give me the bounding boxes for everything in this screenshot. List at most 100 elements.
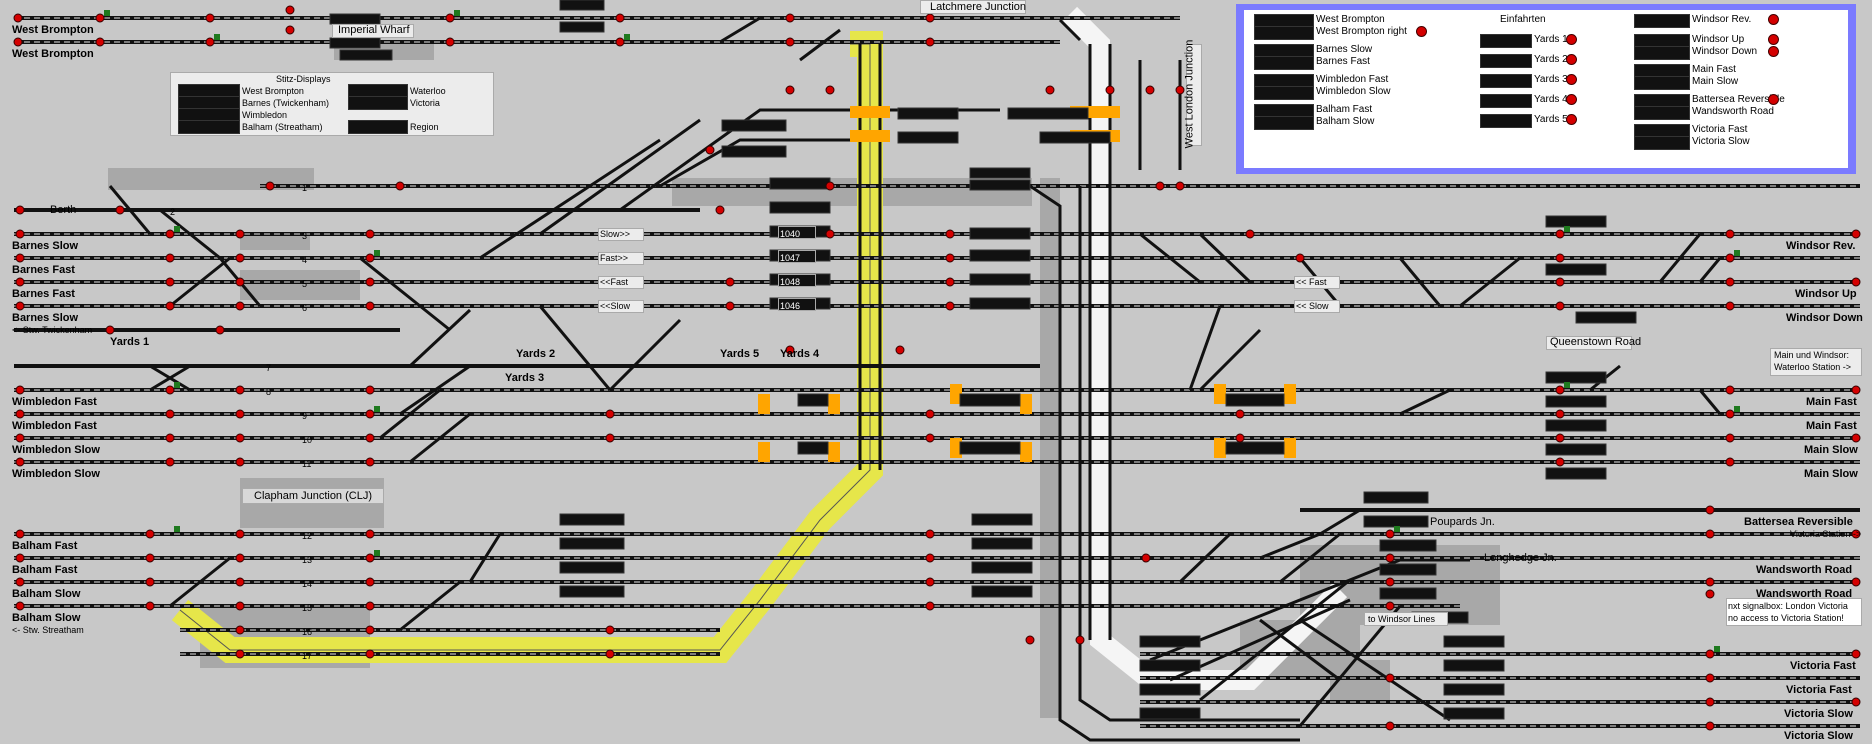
stitz-right-3: Region [410,122,439,132]
entry-west-brompton[interactable]: West Brompton [1316,14,1385,25]
berth-label: Berth [50,204,77,216]
entry-west-brompton-right[interactable]: West Brompton right [1316,26,1407,37]
entry-signal[interactable] [1768,46,1779,57]
slow-right-label: Slow>> [600,229,631,239]
entry-battersea-reversible[interactable]: Battersea Reversible [1692,94,1785,105]
waterloo-note: Waterloo Station -> [1774,362,1851,372]
left-track-barnes-fast-2: Barnes Fast [12,288,75,300]
entry-balham-fast[interactable]: Balham Fast [1316,104,1373,115]
left-track-wimbledon-slow-2: Wimbledon Slow [12,468,100,480]
longhedge-label: Longhedge Jn. [1484,552,1557,564]
stitz-left-0: West Brompton [242,86,304,96]
overlap-markers [758,106,1296,462]
entry-display [1480,94,1532,108]
entry-display [1480,34,1532,48]
entry-yards-3[interactable]: Yards 3 [1534,74,1568,85]
entry-signal[interactable] [1768,94,1779,105]
entry-display [1480,54,1532,68]
right-track-victoria-slow-1: Victoria Slow [1784,708,1853,720]
platform-5: 5 [302,279,308,289]
clapham-junction-box [242,488,384,504]
entry-signal[interactable] [1566,34,1577,45]
left-track-balham-fast-2: Balham Fast [12,564,78,576]
entry-windsor-rev[interactable]: Windsor Rev. [1692,14,1752,25]
next-signalbox-box [1726,598,1862,626]
descriptor-box [778,250,816,263]
entry-signal[interactable] [1566,114,1577,125]
right-track-wandsworth-1: Wandsworth Road [1756,564,1853,576]
yards-2-label: Yards 2 [516,348,556,360]
entry-wandsworth-road[interactable]: Wandsworth Road [1692,106,1774,117]
fast-left-r-label: << Fast [1296,277,1327,287]
rail-dashes [14,17,1860,727]
platform-14: 14 [302,579,313,589]
entry-signal[interactable] [1566,54,1577,65]
descriptor-1046: 1046 [780,301,801,311]
platform-11: 11 [302,459,312,469]
left-track-barnes-fast-1: Barnes Fast [12,264,75,276]
white-route [1062,6,1348,690]
entry-yards-2[interactable]: Yards 2 [1534,54,1568,65]
entry-display [1254,86,1314,100]
entry-victoria-fast[interactable]: Victoria Fast [1692,124,1748,135]
entry-main-slow[interactable]: Main Slow [1692,76,1739,87]
streatham-note: <- Stw. Streatham [12,625,84,635]
entry-yards-1[interactable]: Yards 1 [1534,34,1568,45]
left-track-wimbledon-fast-1: Wimbledon Fast [12,396,97,408]
platform-10: 10 [302,435,313,445]
entry-signal[interactable] [1416,26,1427,37]
slow-left-box [598,300,644,313]
slow-right-box [598,228,644,241]
stitz-display [178,120,240,134]
platform-8: 8 [266,387,272,397]
crossovers[interactable] [108,16,1722,742]
right-track-main-slow-1: Main Slow [1804,444,1858,456]
entry-signal[interactable] [1566,74,1577,85]
entry-display [1480,114,1532,128]
signals[interactable] [13,5,1861,731]
left-track-balham-fast-1: Balham Fast [12,540,78,552]
twickenham-note: <- Stw. Twickenham [12,325,93,335]
entry-signal[interactable] [1566,94,1577,105]
right-track-victoria-slow-2: Victoria Slow [1784,730,1853,742]
entry-barnes-slow[interactable]: Barnes Slow [1316,44,1373,55]
right-track-wandsworth-2: Wandsworth Road [1756,588,1853,600]
left-track-balham-slow-2: Balham Slow [12,612,81,624]
left-track-west-brompton-1: West Brompton [12,24,94,36]
entry-barnes-fast[interactable]: Barnes Fast [1316,56,1370,67]
platform-9: 9 [302,411,308,421]
entry-windsor-up[interactable]: Windsor Up [1692,34,1745,45]
wlj-box [1186,44,1202,146]
descriptor-1047: 1047 [780,253,801,263]
entry-display [1254,56,1314,70]
einfahrten-panel: Einfahrten West Brompton West Brompton r… [1236,4,1856,174]
platform-1: 1 [302,183,308,193]
entry-wimbledon-slow[interactable]: Wimbledon Slow [1316,86,1391,97]
entry-signal[interactable] [1768,14,1779,25]
next-signalbox-note: nxt signalbox: London Victoria [1728,601,1848,611]
entry-yards-5[interactable]: Yards 5 [1534,114,1568,125]
entry-main-fast[interactable]: Main Fast [1692,64,1736,75]
entry-display [1254,116,1314,130]
clapham-junction-label: Clapham Junction (CLJ) [254,490,372,502]
yards-1-label: Yards 1 [110,336,150,348]
entry-yards-4[interactable]: Yards 4 [1534,94,1568,105]
right-track-victoria-fast-1: Victoria Fast [1790,660,1856,672]
victoria-station-note: Victoria Station -> [1790,529,1862,539]
platform-17: 17 [302,651,313,661]
fast-right-label: Fast>> [600,253,629,263]
entry-victoria-slow[interactable]: Victoria Slow [1692,136,1750,147]
entry-display [1634,14,1690,28]
right-track-victoria-fast-2: Victoria Fast [1786,684,1852,696]
descriptor-1048: 1048 [780,277,801,287]
left-track-wimbledon-slow-1: Wimbledon Slow [12,444,100,456]
entry-signal[interactable] [1768,34,1779,45]
signal-aspects [104,10,1740,652]
yards-4-label: Yards 4 [780,348,820,360]
entry-wimbledon-fast[interactable]: Wimbledon Fast [1316,74,1389,85]
slow-left-r-label: << Slow [1296,301,1329,311]
entry-display [1634,136,1690,150]
entry-balham-slow[interactable]: Balham Slow [1316,116,1375,127]
entry-windsor-down[interactable]: Windsor Down [1692,46,1758,57]
einfahrten-panel-inner: Einfahrten West Brompton West Brompton r… [1244,10,1848,168]
